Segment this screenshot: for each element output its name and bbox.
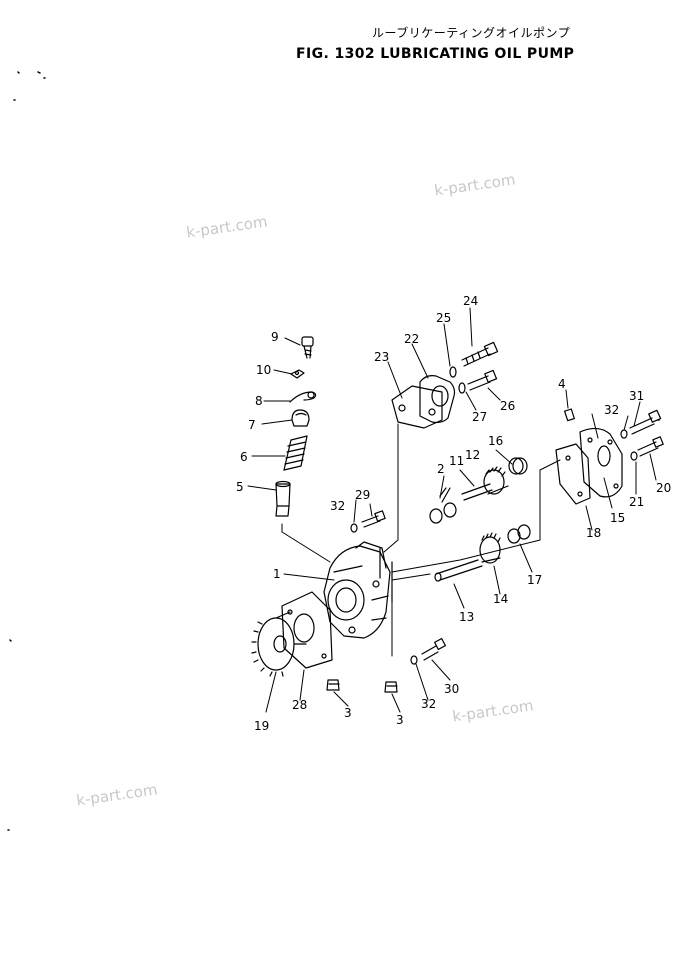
part-25-washer	[449, 366, 457, 378]
part-4-pin	[564, 408, 575, 422]
part-10-washer	[290, 369, 305, 379]
japanese-title: ルーブリケーティングオイルポンプ	[372, 26, 571, 40]
callout-13: 13	[459, 610, 475, 624]
part-24-bolt	[461, 341, 499, 367]
callout-25: 25	[436, 311, 452, 325]
leader-lines-left	[247, 337, 331, 563]
callout-10: 10	[256, 363, 272, 377]
part-11-shaft	[461, 483, 493, 501]
part-28-gasket	[281, 591, 333, 669]
part-30-bolt	[421, 637, 447, 661]
part-8-pin	[289, 391, 317, 403]
callout-19: 19	[254, 719, 270, 733]
callout-16: 16	[488, 434, 504, 448]
part-23-flange	[391, 385, 443, 429]
part-3-plug-right	[384, 681, 398, 693]
callout-26: 26	[500, 399, 516, 413]
part-6-spring	[283, 435, 308, 471]
part-29-bolt	[361, 510, 386, 528]
callout-17: 17	[527, 573, 543, 587]
callout-32: 32	[330, 499, 346, 513]
part-26-bolt	[467, 369, 498, 391]
part-1-pump-body	[323, 541, 393, 639]
part-32-washer-upper	[350, 523, 358, 533]
callout-23: 23	[374, 350, 390, 364]
callout-15: 15	[610, 511, 626, 525]
callout-12: 12	[465, 448, 481, 462]
part-27-washer	[458, 382, 466, 394]
callout-5: 5	[236, 480, 244, 494]
callout-20: 20	[656, 481, 672, 495]
callout-2: 2	[437, 462, 445, 476]
callout-14: 14	[493, 592, 509, 606]
callout-32: 32	[604, 403, 620, 417]
assembly-lines	[383, 413, 599, 657]
part-22-pump-cover	[419, 375, 456, 424]
part-16-bushing	[508, 457, 528, 475]
leader-lines-top	[387, 307, 501, 411]
callout-22: 22	[404, 332, 420, 346]
part-20-bolt	[637, 436, 664, 457]
callout-31: 31	[629, 389, 645, 403]
callout-30: 30	[444, 682, 460, 696]
scan-specks	[7, 71, 660, 831]
callout-32: 32	[421, 697, 437, 711]
callout-4: 4	[558, 377, 566, 391]
callout-7: 7	[248, 418, 256, 432]
callout-18: 18	[586, 526, 602, 540]
part-18-gasket	[555, 443, 591, 505]
callout-9: 9	[271, 330, 279, 344]
callout-28: 28	[292, 698, 308, 712]
callout-24: 24	[463, 294, 479, 308]
part-15-cover	[579, 427, 623, 498]
part-9-bolt	[301, 336, 314, 359]
callout-3: 3	[396, 713, 404, 727]
part-7-cap	[291, 409, 310, 427]
callout-11: 11	[449, 454, 465, 468]
part-5-valve	[275, 480, 291, 517]
part-21-washer	[630, 451, 638, 461]
part-19-drive-gear	[251, 611, 307, 677]
part-32-washer-right	[620, 429, 628, 439]
part-2-bushings	[429, 487, 457, 524]
callout-27: 27	[472, 410, 488, 424]
callout-21: 21	[629, 495, 645, 509]
part-32-washer-lower	[410, 655, 418, 665]
callout-3: 3	[344, 706, 352, 720]
callout-1: 1	[273, 567, 281, 581]
part-3-plug-left	[326, 679, 340, 691]
part-13-shaft	[434, 559, 483, 582]
leader-lines-lower	[265, 389, 657, 713]
part-12-gear	[483, 466, 509, 495]
callout-29: 29	[355, 488, 371, 502]
part-17-bushings	[507, 524, 531, 544]
part-14-gear	[479, 532, 501, 564]
callout-8: 8	[255, 394, 263, 408]
figure-title: FIG. 1302 LUBRICATING OIL PUMP	[296, 46, 575, 62]
callout-6: 6	[240, 450, 248, 464]
